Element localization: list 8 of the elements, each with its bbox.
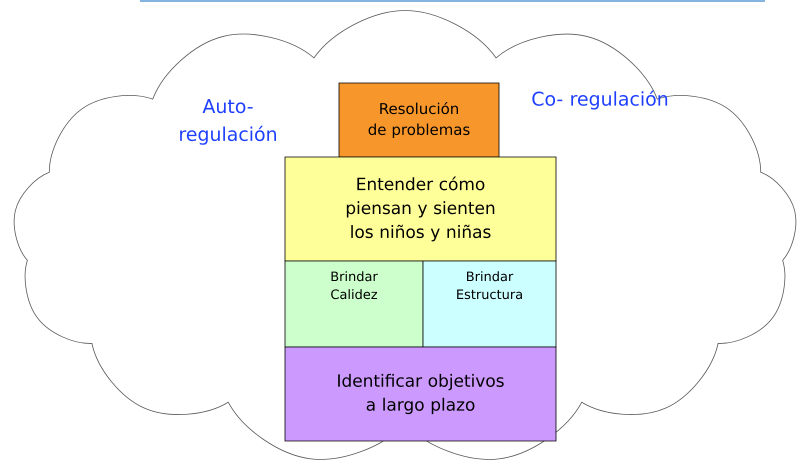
cloud-label: Co- regulación [532, 90, 668, 110]
text-box: Brindar Calidez [284, 260, 424, 348]
cloud-label: Auto- regulación [180, 99, 276, 145]
text-box: Identificar objetivos a largo plazo [284, 346, 556, 442]
cloud-shape [14, 10, 796, 460]
text-box: Resolución de problemas [338, 82, 500, 158]
text-box: Brindar Estructura [422, 260, 556, 348]
text-box: Entender cómo piensan y sienten los niños y niñas [284, 156, 556, 262]
